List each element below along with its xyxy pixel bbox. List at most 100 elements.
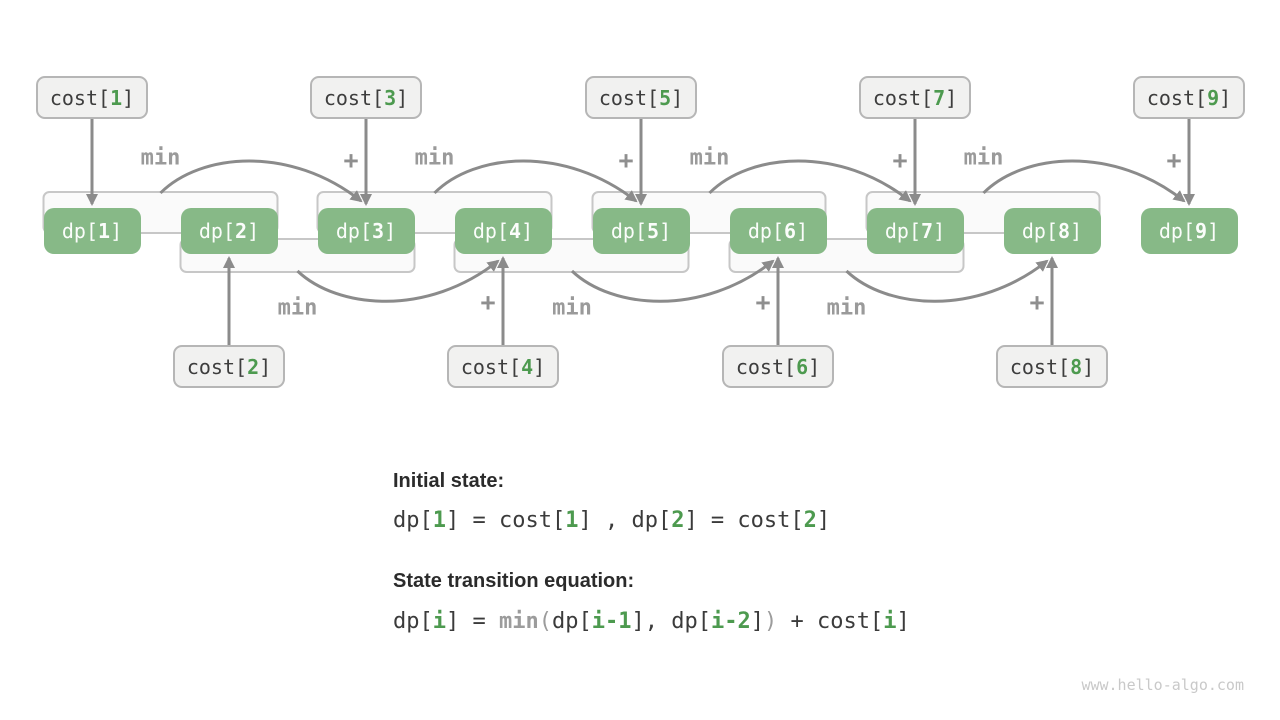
- code-token: ] = cost[: [446, 508, 566, 533]
- cost-box-6: cost[6]: [722, 345, 834, 388]
- min-label-top-2: min: [414, 145, 455, 171]
- dp-label: dp[: [747, 219, 785, 243]
- dp-index: 4: [509, 219, 522, 243]
- cost-index: 4: [521, 354, 534, 379]
- cost-box-2: cost[2]: [173, 345, 285, 388]
- code-token: ]: [816, 508, 831, 533]
- dp-label: dp[: [1021, 219, 1059, 243]
- dp-box-5: dp[5]: [592, 208, 690, 254]
- arrow-min-dp4-dp5-to-dp6: [570, 259, 775, 303]
- dp-box-4: dp[4]: [454, 208, 552, 254]
- cost-box-8: cost[8]: [996, 345, 1108, 388]
- min-label-bottom-1: min: [277, 295, 318, 321]
- cost-label: cost[: [323, 85, 385, 110]
- cost-label-close: ]: [1082, 354, 1095, 379]
- arrow-min-dp1-dp2-to-dp3: [159, 159, 363, 203]
- code-token: ]: [896, 609, 910, 634]
- arrow-min-dp5-dp6-to-dp7: [708, 159, 912, 203]
- code-token: dp[: [551, 609, 592, 634]
- dp-label-close: ]: [1207, 219, 1220, 243]
- dp-box-6: dp[6]: [729, 208, 827, 254]
- dp-label-close: ]: [933, 219, 946, 243]
- plus-label-bottom-1: +: [480, 287, 496, 317]
- dp-index: 3: [372, 219, 385, 243]
- code-token: i: [883, 609, 897, 634]
- code-token: ): [763, 609, 778, 634]
- min-label-top-4: min: [963, 145, 1004, 171]
- dp-index: 9: [1195, 219, 1208, 243]
- code-token: dp[: [393, 609, 433, 634]
- dp-label: dp[: [1158, 219, 1196, 243]
- cost-label: cost[: [49, 85, 111, 110]
- dp-label-close: ]: [796, 219, 809, 243]
- dp-index: 8: [1058, 219, 1071, 243]
- dp-index: 5: [647, 219, 660, 243]
- cost-index: 2: [247, 354, 260, 379]
- min-label-bottom-2: min: [552, 295, 592, 321]
- cost-label-close: ]: [808, 354, 821, 379]
- cost-label: cost[: [460, 354, 522, 379]
- code-token: ]: [750, 609, 764, 634]
- cost-index: 5: [659, 85, 672, 110]
- code-token: 2: [671, 508, 685, 533]
- dp-index: 1: [98, 219, 111, 243]
- cost-label-close: ]: [671, 85, 684, 110]
- code-token: (: [538, 609, 552, 634]
- watermark: www.hello-algo.com: [1081, 676, 1244, 694]
- initial-state-equation: dp[1] = cost[1] , dp[2] = cost[2]: [393, 508, 830, 533]
- dp-label: dp[: [198, 219, 236, 243]
- code-token: ], dp[: [631, 609, 711, 634]
- arrow-min-dp7-dp8-to-dp9: [982, 159, 1186, 203]
- cost-box-3: cost[3]: [310, 76, 422, 119]
- code-token: 2: [803, 508, 817, 533]
- cost-index: 7: [933, 85, 946, 110]
- arrow-min-dp3-dp4-to-dp5: [433, 159, 638, 203]
- dp-index: 7: [921, 219, 934, 243]
- dp-label: dp[: [472, 219, 510, 243]
- code-token: 1: [432, 508, 446, 533]
- cost-box-4: cost[4]: [447, 345, 559, 388]
- transition-equation: dp[i] = min(dp[i-1], dp[i-2]) + cost[i]: [393, 609, 910, 634]
- code-token: dp[: [393, 508, 433, 533]
- dp-label: dp[: [61, 219, 99, 243]
- cost-label: cost[: [1009, 354, 1071, 379]
- cost-label-close: ]: [259, 354, 272, 379]
- cost-label-close: ]: [1219, 85, 1232, 110]
- min-label-bottom-3: min: [826, 295, 867, 321]
- cost-label: cost[: [186, 354, 248, 379]
- dp-index: 2: [235, 219, 248, 243]
- plus-label-top-2: +: [618, 145, 634, 175]
- cost-index: 6: [796, 354, 809, 379]
- dp-label-close: ]: [110, 219, 123, 243]
- code-token: i-2: [710, 609, 751, 634]
- plus-label-bottom-3: +: [1029, 287, 1045, 317]
- dp-box-9: dp[9]: [1140, 208, 1238, 254]
- cost-box-7: cost[7]: [859, 76, 971, 119]
- cost-index: 1: [110, 85, 123, 110]
- code-token: + cost[: [777, 609, 884, 634]
- dp-label-close: ]: [659, 219, 672, 243]
- dp-index: 6: [784, 219, 797, 243]
- dp-box-2: dp[2]: [180, 208, 278, 254]
- code-token: ] = cost[: [684, 508, 804, 533]
- cost-label-close: ]: [396, 85, 409, 110]
- min-label-top-3: min: [689, 145, 730, 171]
- cost-label-close: ]: [945, 85, 958, 110]
- dp-box-8: dp[8]: [1003, 208, 1101, 254]
- dp-label-close: ]: [1070, 219, 1083, 243]
- dp-label: dp[: [884, 219, 922, 243]
- dp-label: dp[: [335, 219, 373, 243]
- cost-index: 8: [1070, 354, 1083, 379]
- transition-heading: State transition equation:: [393, 570, 635, 592]
- min-label-top-1: min: [140, 145, 181, 171]
- code-token: 1: [565, 508, 579, 533]
- dp-label-close: ]: [247, 219, 260, 243]
- arrow-min-dp2-dp3-to-dp4: [296, 259, 500, 303]
- code-token: i: [432, 609, 446, 634]
- dp-label-close: ]: [521, 219, 534, 243]
- dp-label-close: ]: [384, 219, 397, 243]
- dp-box-1: dp[1]: [43, 208, 141, 254]
- arrow-min-dp6-dp7-to-dp8: [845, 259, 1049, 303]
- cost-label-close: ]: [122, 85, 135, 110]
